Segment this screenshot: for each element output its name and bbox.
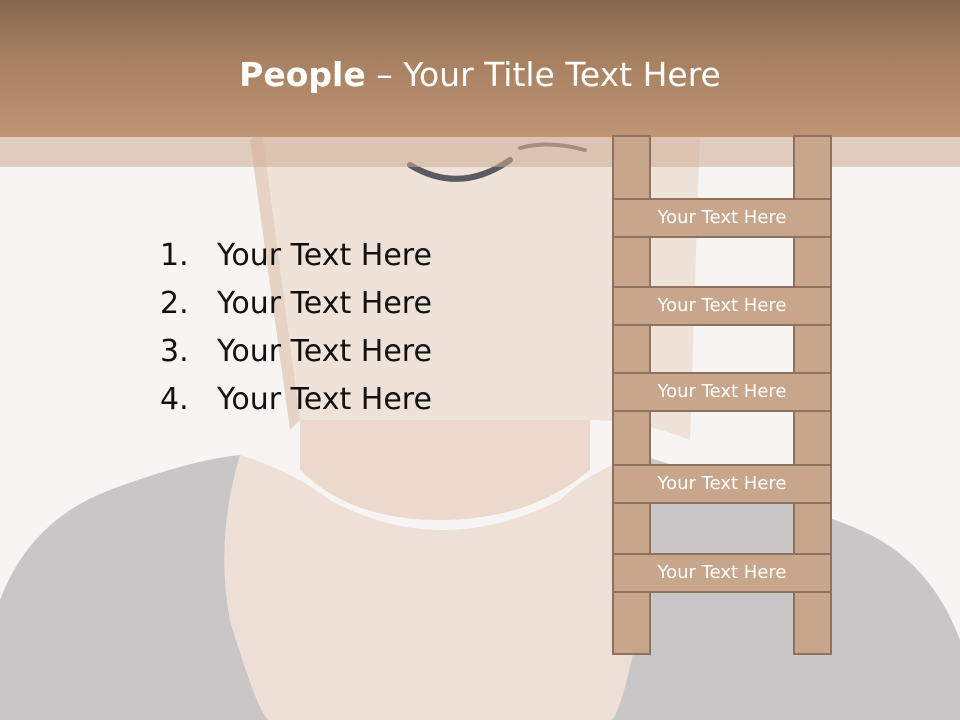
ladder-rung-4: Your Text Here [612,464,832,504]
list-item-number: 1. [160,238,189,273]
list-item-text: Your Text Here [217,334,432,369]
slide-title: People – Your Title Text Here [0,52,960,98]
list-item: 4. Your Text Here [160,376,580,424]
list-item: 1. Your Text Here [160,232,580,280]
list-item: 2. Your Text Here [160,280,580,328]
title-subtitle-text: – Your Title Text Here [365,55,721,94]
list-item-number: 4. [160,382,189,417]
ladder-rung-2: Your Text Here [612,286,832,326]
list-item-text: Your Text Here [217,286,432,321]
list-item: 3. Your Text Here [160,328,580,376]
ladder-rung-1: Your Text Here [612,198,832,238]
list-item-text: Your Text Here [217,238,432,273]
list-item-text: Your Text Here [217,382,432,417]
list-item-number: 2. [160,286,189,321]
title-bold-text: People [239,55,366,94]
ladder-rung-3: Your Text Here [612,372,832,412]
list-item-number: 3. [160,334,189,369]
ladder-rung-5: Your Text Here [612,553,832,593]
numbered-list: 1. Your Text Here 2. Your Text Here 3. Y… [160,232,580,424]
title-banner [0,0,960,137]
